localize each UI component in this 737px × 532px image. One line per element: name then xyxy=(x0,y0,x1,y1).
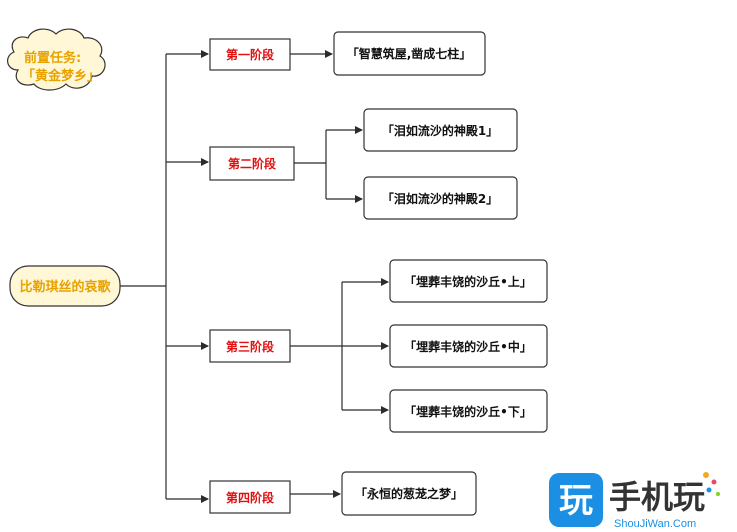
watermark-dot-2 xyxy=(711,479,717,485)
prerequisite-quest: 「黄金梦乡」 xyxy=(22,68,100,84)
watermark-dot-4 xyxy=(716,492,720,496)
root-connectors xyxy=(120,50,209,503)
root-node-label: 比勒琪丝的哀歌 xyxy=(19,279,111,295)
stage-4-label: 第四阶段 xyxy=(226,490,275,505)
root-node: 比勒琪丝的哀歌 xyxy=(9,265,121,307)
quest-2-1-box xyxy=(363,108,518,152)
stage-1: 第一阶段 「智慧筑屋,凿成七柱」 xyxy=(209,31,486,76)
watermark-logo: 玩 手机玩 ShouJiWan.Com xyxy=(549,472,720,530)
stage-1-label: 第一阶段 xyxy=(226,47,275,62)
prerequisite-cloud-shape xyxy=(7,28,106,91)
stage-4-box xyxy=(209,480,291,514)
watermark-icon-tile xyxy=(549,473,603,527)
quest-3-1-box xyxy=(389,259,548,303)
watermark-brand: 手机玩 xyxy=(609,478,705,516)
stage-2-box xyxy=(209,146,295,181)
stage-3-label: 第三阶段 xyxy=(226,339,275,354)
quest-3-3-label: 「埋葬丰饶的沙丘•下」 xyxy=(404,404,532,419)
quest-3-2-label: 「埋葬丰饶的沙丘•中」 xyxy=(404,339,532,354)
quest-1-1-box xyxy=(333,31,486,76)
quest-4-1-label: 「永恒的葱茏之梦」 xyxy=(355,486,463,501)
quest-3-1-label: 「埋葬丰饶的沙丘•上」 xyxy=(404,274,532,289)
quest-2-2-label: 「泪如流沙的神殿2」 xyxy=(382,191,498,206)
prerequisite-cloud: 前置任务: 「黄金梦乡」 xyxy=(7,28,106,91)
quest-1-1-label: 「智慧筑屋,凿成七柱」 xyxy=(347,46,472,61)
quest-4-1-box xyxy=(341,471,477,516)
prerequisite-label: 前置任务: xyxy=(24,50,81,66)
stage-4: 第四阶段 「永恒的葱茏之梦」 xyxy=(209,471,477,516)
stage-2: 第二阶段 「泪如流沙的神殿1」 「泪如流沙的神殿2」 xyxy=(209,108,518,220)
watermark-icon-glyph: 玩 xyxy=(559,481,593,521)
watermark-dot-3 xyxy=(706,487,712,493)
watermark-dot-1 xyxy=(703,472,709,478)
watermark-url: ShouJiWan.Com xyxy=(614,518,696,530)
quest-3-2-box xyxy=(389,324,548,368)
stage-2-label: 第二阶段 xyxy=(228,156,277,171)
quest-3-3-box xyxy=(389,389,548,433)
quest-2-2-box xyxy=(363,176,518,220)
stage-1-box xyxy=(209,38,291,71)
quest-2-1-label: 「泪如流沙的神殿1」 xyxy=(382,123,498,138)
stage-3: 第三阶段 「埋葬丰饶的沙丘•上」 「埋葬丰饶的沙丘•中」 「埋葬丰饶的沙丘•下」 xyxy=(209,259,548,433)
